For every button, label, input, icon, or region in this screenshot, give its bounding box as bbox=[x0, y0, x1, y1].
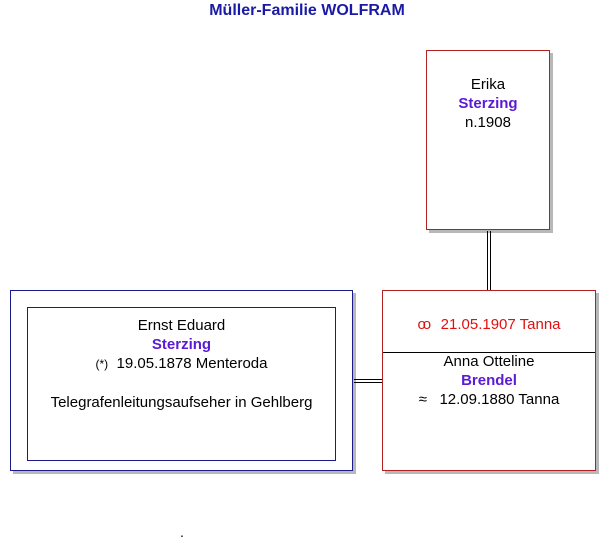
erika-surname: Sterzing bbox=[458, 95, 518, 112]
anna-birth: 12.09.1880 Tanna bbox=[439, 391, 560, 408]
marriage-info: oo 21.05.1907 Tanna bbox=[383, 315, 595, 334]
ernst-birth-info: (*) 19.05.1878 Menteroda bbox=[28, 354, 335, 374]
ernst-occupation: Telegrafenleitungsaufseher in Gehlberg bbox=[50, 394, 313, 411]
anna-surname: Brendel bbox=[461, 372, 517, 389]
marriage-connector-line bbox=[354, 382, 383, 383]
person-box-erika[interactable]: Erika Sterzing n.1908 bbox=[426, 50, 550, 230]
anna-birth-info: ≈ 12.09.1880 Tanna bbox=[383, 390, 595, 409]
person-box-ernst-inner: Ernst Eduard Sterzing (*) 19.05.1878 Men… bbox=[27, 307, 336, 461]
baptism-symbol-icon: ≈ bbox=[418, 391, 427, 408]
person-box-ernst[interactable]: Ernst Eduard Sterzing (*) 19.05.1878 Men… bbox=[10, 290, 353, 471]
erika-given-name: Erika bbox=[470, 76, 506, 93]
ernst-birth: 19.05.1878 Menteroda bbox=[116, 355, 268, 372]
birth-symbol-icon: (*) bbox=[95, 357, 109, 371]
child-connector-line bbox=[487, 231, 488, 290]
marriage-date-place: 21.05.1907 Tanna bbox=[440, 316, 561, 333]
marriage-connector-line bbox=[354, 379, 383, 380]
erika-birth-info: n.1908 bbox=[465, 114, 511, 131]
ernst-given-name: Ernst Eduard bbox=[137, 317, 226, 334]
marriage-rings-icon: oo bbox=[417, 316, 431, 333]
anna-given-name: Anna Otteline bbox=[443, 353, 535, 370]
page-title: Müller-Familie WOLFRAM bbox=[209, 2, 405, 19]
child-connector-line bbox=[490, 231, 491, 290]
marriage-divider bbox=[383, 352, 595, 353]
footer-mark: . bbox=[180, 524, 184, 540]
person-box-anna[interactable]: oo 21.05.1907 Tanna Anna Otteline Brende… bbox=[382, 290, 596, 471]
ernst-surname: Sterzing bbox=[151, 336, 212, 353]
